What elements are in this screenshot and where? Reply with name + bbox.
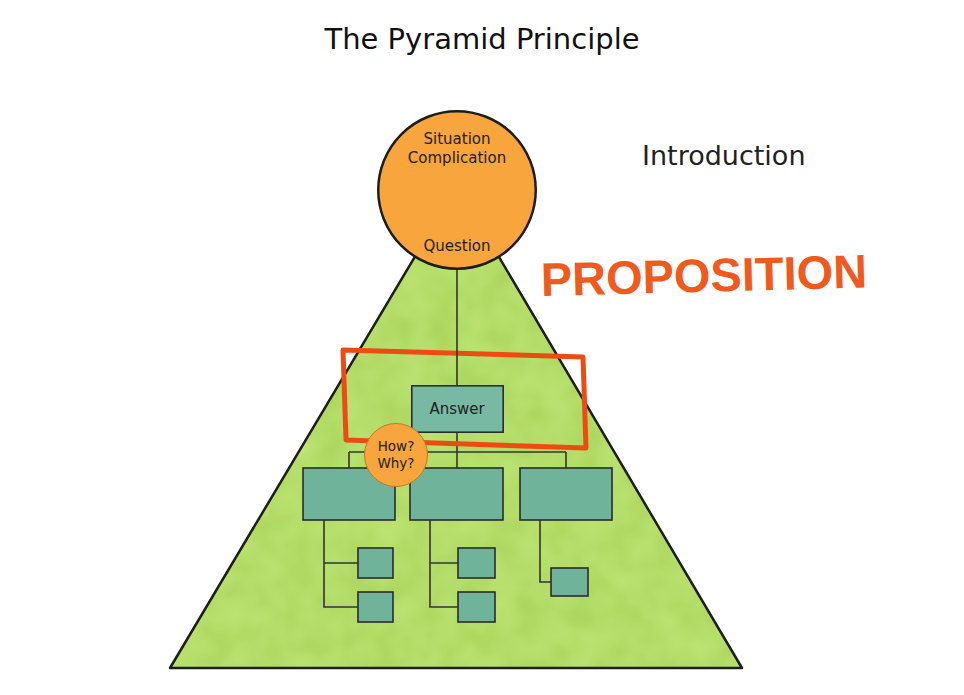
question-circle: How? Why? [364,423,428,487]
node-text: How? Why? [369,438,423,472]
answer-box: Answer [411,385,504,433]
circle-shape [378,111,536,269]
node-text: Question [392,237,522,256]
circle-shape [365,424,428,487]
diagram-title: The Pyramid Principle [0,22,964,56]
connector-line [456,270,458,385]
node-text: Situation Complication [392,130,522,168]
node-text: Answer [429,400,484,419]
handwritten-note: PROPOSITION [540,243,868,307]
empty-boxes [303,468,612,622]
intro-circle: Situation ComplicationQuestion [377,110,537,270]
rect-shape [411,386,502,432]
section-label: Introduction [642,140,806,171]
